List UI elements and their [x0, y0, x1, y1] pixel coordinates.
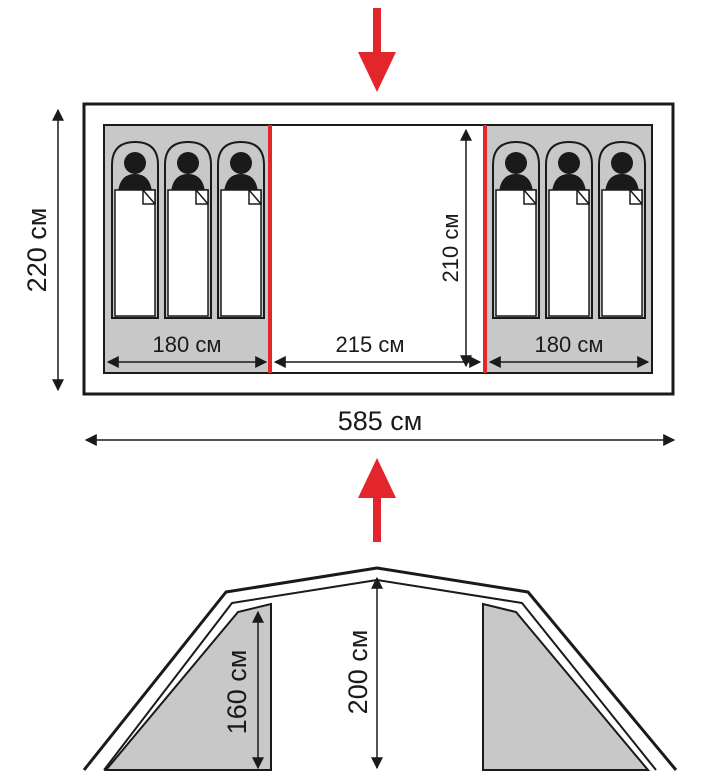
side-view-arrow — [358, 458, 396, 542]
vestibule-width-label: 215 см — [336, 332, 405, 357]
vestibule-floor — [269, 124, 486, 374]
total-width-label: 585 см — [338, 406, 423, 436]
top-entrance-arrow — [358, 8, 396, 92]
side-view: 200 см 160 см — [82, 566, 678, 771]
plan-view: 220 см 210 см 180 см 215 см 180 см 585 с… — [22, 102, 676, 446]
sleeper-icon — [164, 141, 212, 319]
sleeper-icon — [111, 141, 159, 319]
left-bedroom-width-label: 180 см — [153, 332, 222, 357]
sleeper-icon — [545, 141, 593, 319]
left-bedroom-section — [103, 602, 272, 771]
bedroom-height-label: 160 см — [222, 650, 252, 735]
sleeper-icon — [492, 141, 540, 319]
inner-depth-label: 210 см — [438, 214, 463, 283]
right-bedroom-section — [482, 602, 651, 771]
right-bedroom-width-label: 180 см — [535, 332, 604, 357]
total-depth-label: 220 см — [22, 208, 52, 293]
sleeper-icon — [217, 141, 265, 319]
sleeper-icon — [598, 141, 646, 319]
center-height-label: 200 см — [343, 630, 373, 715]
